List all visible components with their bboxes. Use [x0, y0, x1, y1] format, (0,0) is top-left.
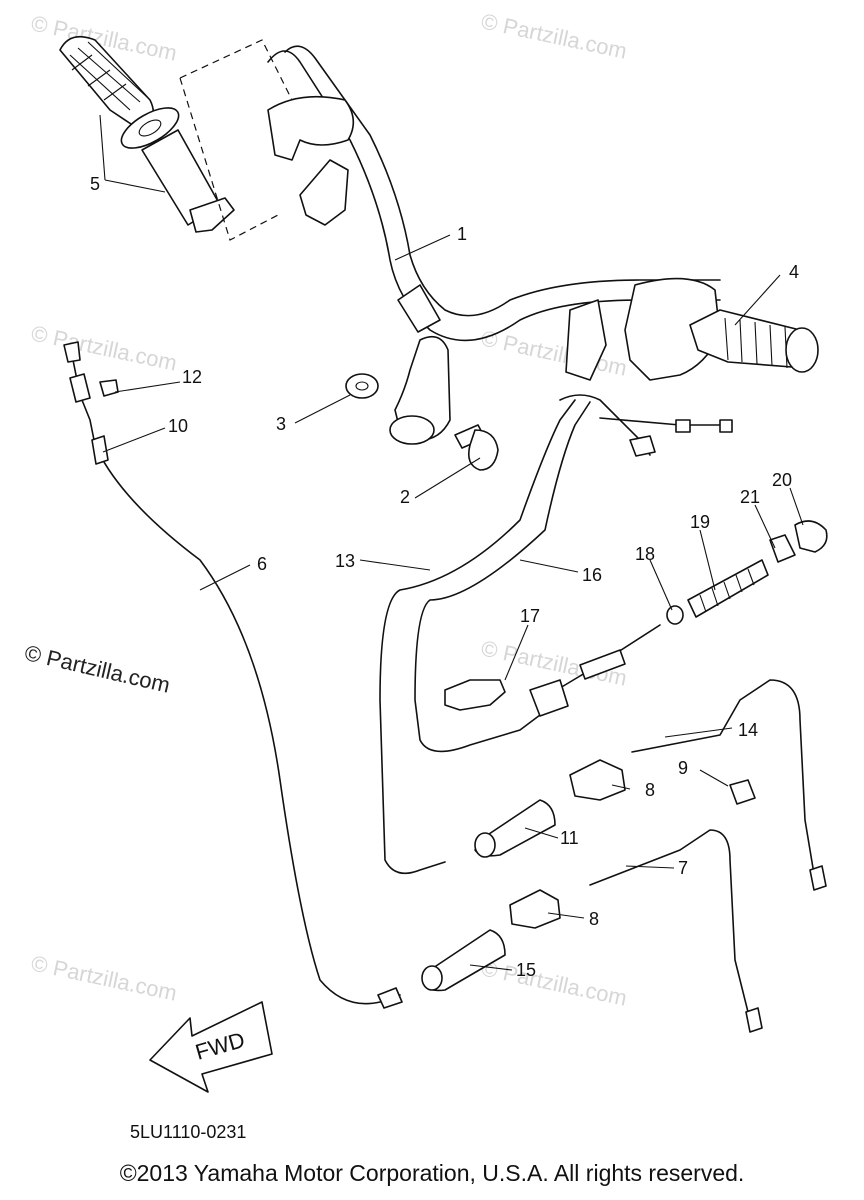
callouts: 1 2 3 4 5 6 7 8 8 9 10 11 12 13 14 15 16…	[90, 174, 799, 980]
callout-1: 1	[457, 224, 467, 244]
callout-12: 12	[182, 367, 202, 387]
callout-11: 11	[560, 828, 579, 848]
watermark: © Partzilla.com	[479, 325, 629, 380]
callout-9: 9	[678, 758, 688, 778]
cable-guide-upper	[569, 759, 626, 801]
cable-adjuster-stack	[529, 520, 828, 717]
diagram-code: 5LU1110-0231	[130, 1122, 247, 1142]
fwd-arrow: FWD	[149, 1001, 273, 1093]
bracket	[444, 679, 506, 711]
grip-dashed-guide	[179, 39, 293, 241]
boot-11	[474, 799, 556, 858]
nut-9	[729, 779, 756, 805]
callout-19: 19	[690, 512, 710, 532]
callout-8-upper: 8	[645, 780, 655, 800]
callout-14: 14	[738, 720, 758, 740]
left-grip	[59, 35, 235, 233]
callout-20: 20	[772, 470, 792, 490]
copyright-notice: ©2013 Yamaha Motor Corporation, U.S.A. A…	[119, 1160, 745, 1186]
leader-lines	[99, 114, 804, 971]
callout-8-lower: 8	[589, 909, 599, 929]
watermark: © Partzilla.com	[479, 8, 629, 63]
nut	[345, 373, 379, 399]
watermark: © Partzilla.com	[479, 955, 629, 1010]
bolt	[454, 424, 499, 471]
brake-cables	[379, 394, 733, 875]
right-grip	[689, 309, 819, 373]
cable-guide-lower	[509, 889, 561, 929]
callout-18: 18	[635, 544, 655, 564]
cable-14	[631, 679, 827, 891]
cable-7	[589, 829, 763, 1033]
callout-21: 21	[740, 487, 760, 507]
handlebar	[267, 45, 721, 445]
callout-5: 5	[90, 174, 100, 194]
callout-17: 17	[520, 606, 540, 626]
watermark-group: © Partzilla.com © Partzilla.com © Partzi…	[29, 8, 629, 1010]
watermark: © Partzilla.com	[29, 950, 179, 1005]
callout-6: 6	[257, 554, 267, 574]
callout-15: 15	[516, 960, 536, 980]
callout-7: 7	[678, 858, 688, 878]
callout-4: 4	[789, 262, 799, 282]
watermark: © Partzilla.com	[29, 320, 179, 375]
callout-16: 16	[582, 565, 602, 585]
callout-13: 13	[335, 551, 355, 571]
callout-2: 2	[400, 487, 410, 507]
throttle-cable	[63, 341, 403, 1009]
boot-15	[421, 929, 506, 992]
callout-10: 10	[168, 416, 188, 436]
callout-3: 3	[276, 414, 286, 434]
